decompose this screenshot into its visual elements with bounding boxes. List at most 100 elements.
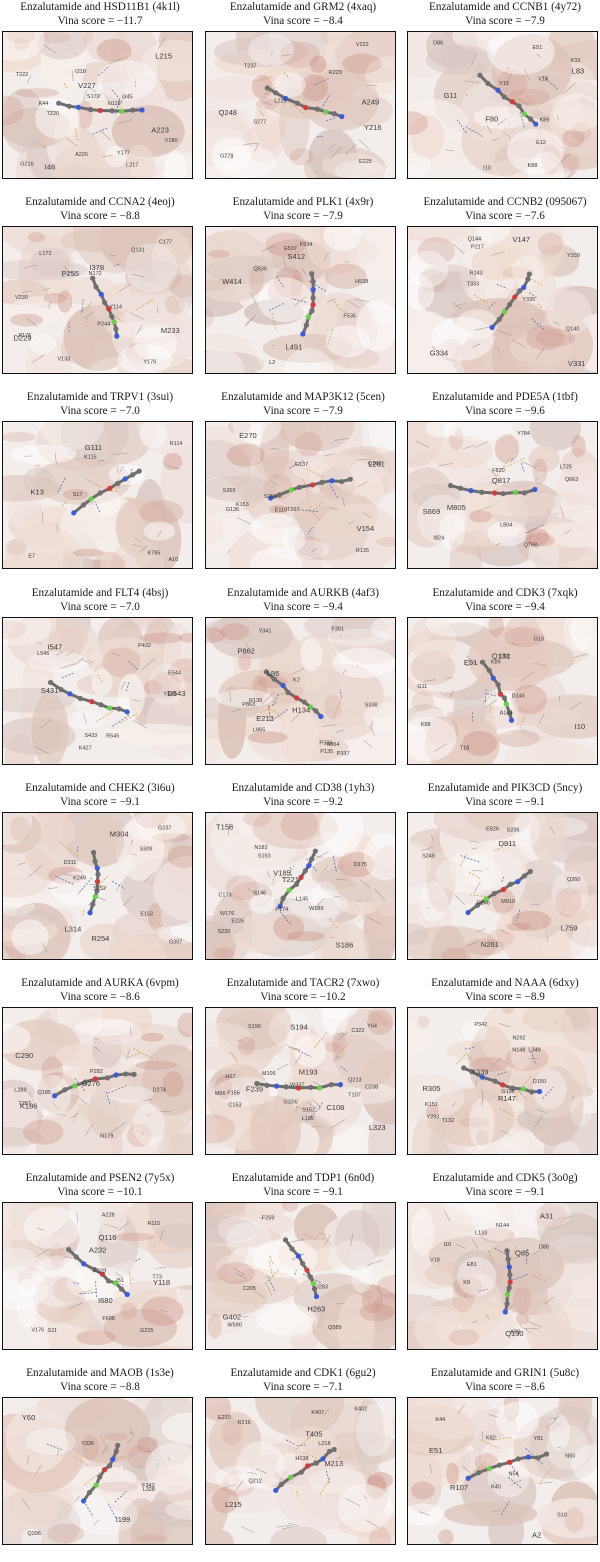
residue-label: T237 — [244, 63, 257, 69]
residue-label: E51 — [464, 658, 477, 667]
residue-label: L865 — [253, 727, 265, 733]
vina-score: Vina score = −10.2 — [203, 990, 403, 1004]
residue-label: H263 — [307, 1305, 325, 1314]
residue-label: G334 — [430, 349, 448, 358]
residue-label: A228 — [102, 1213, 115, 1219]
docking-panel: Enzalutamide and MAOB (1s3e)Vina score =… — [0, 1366, 200, 1562]
residue-label: L349 — [528, 1048, 540, 1054]
residue-label: Y216 — [364, 123, 382, 132]
residue-label: E152 — [140, 911, 153, 917]
residue-label: V230 — [15, 295, 28, 301]
residue-label: K44 — [39, 101, 49, 107]
residue-label: V18 — [430, 1257, 440, 1263]
panel-title: Enzalutamide and NAAA (6dxy) — [405, 976, 600, 990]
residue-label: W176 — [220, 911, 234, 917]
residue-label: G11 — [444, 91, 458, 100]
residue-label: P176 — [18, 333, 31, 339]
vina-score: Vina score = −8.9 — [405, 990, 600, 1004]
residue-label: A226 — [75, 152, 88, 158]
docking-panel: Enzalutamide and NAAA (6dxy)Vina score =… — [405, 976, 600, 1172]
panel-title: Enzalutamide and AURKB (4af3) — [203, 586, 403, 600]
docking-panel: Enzalutamide and MAP3K12 (5cen)Vina scor… — [203, 390, 403, 586]
vina-score: Vina score = −7.6 — [405, 209, 600, 223]
docking-panel: Enzalutamide and CCNA2 (4eoj)Vina score … — [0, 195, 200, 391]
residue-label: E220 — [218, 1415, 231, 1421]
residue-label: C177 — [159, 240, 172, 246]
residue-label: Y179 — [143, 360, 156, 366]
residue-label: G11 — [417, 684, 427, 690]
residue-label: Y335 — [522, 297, 535, 303]
docking-panel: Enzalutamide and GRIN1 (5u8c)Vina score … — [405, 1366, 600, 1562]
panel-title: Enzalutamide and MAP3K12 (5cen) — [203, 390, 403, 404]
residue-label: E226 — [231, 918, 244, 924]
residue-label: R143 — [470, 271, 483, 277]
residue-label: L145 — [296, 896, 308, 902]
residue-label: L804 — [500, 523, 512, 529]
residue-label: K186 — [20, 1101, 38, 1110]
panel-title: Enzalutamide and CCNB1 (4y72) — [405, 0, 600, 14]
residue-label: V180 — [165, 138, 178, 144]
residue-label: T221 — [282, 875, 299, 884]
residue-label: R40 — [491, 1485, 501, 1491]
residue-label: P174 — [275, 907, 288, 913]
vina-score: Vina score = −7.9 — [203, 209, 403, 223]
residue-label: R115 — [147, 1221, 160, 1227]
residue-label: M805 — [447, 503, 466, 512]
panel-title: Enzalutamide and PDE5A (1tbf) — [405, 390, 600, 404]
residue-label: S433 — [84, 733, 97, 739]
residue-label: E51 — [532, 45, 542, 51]
residue-label: G216 — [20, 161, 33, 167]
panel-title: Enzalutamide and CHEK2 (3i6u) — [0, 781, 200, 795]
vina-score: Vina score = −7.1 — [203, 1380, 403, 1394]
residue-label: K89 — [540, 117, 550, 123]
residue-label: L225 — [274, 98, 286, 104]
residue-label: M193 — [299, 1068, 318, 1077]
residue-label: H134 — [292, 705, 310, 714]
residue-label: C322 — [351, 1028, 364, 1034]
panel-title: Enzalutamide and GRM2 (4xaq) — [203, 0, 403, 14]
residue-label: L195 — [302, 1116, 314, 1122]
residue-label: T18 — [460, 745, 470, 751]
residue-label: R545 — [106, 733, 119, 739]
residue-label: Y177 — [117, 151, 130, 157]
residue-label: S338 — [365, 702, 378, 708]
panel-title: Enzalutamide and HSD11B1 (4k1l) — [0, 0, 200, 14]
residue-label: F259 — [262, 1216, 275, 1222]
residue-label: R305 — [422, 1084, 440, 1093]
residue-label: C238 — [365, 1084, 378, 1090]
residue-label: S146 — [253, 890, 266, 896]
residue-label: N261 — [481, 940, 499, 949]
vina-score: Vina score = −9.1 — [405, 1185, 600, 1199]
residue-label: S17 — [73, 492, 83, 498]
residue-label: I547 — [48, 642, 63, 651]
residue-label: L83 — [572, 67, 585, 76]
residue-label: Y339 — [471, 1067, 489, 1076]
panel-title: Enzalutamide and CDK3 (7xqk) — [405, 586, 600, 600]
residue-label: S669 — [423, 507, 441, 516]
residue-label: A232 — [89, 1246, 107, 1255]
docking-panel: Enzalutamide and TDP1 (6n0d)Vina score =… — [203, 1171, 403, 1367]
residue-label: M213 — [324, 1459, 343, 1468]
residue-label: E270 — [239, 432, 257, 441]
residue-label: Q85 — [515, 1249, 529, 1258]
residue-label: T158 — [216, 822, 233, 831]
residue-label: S152 — [302, 1108, 315, 1114]
residue-label: I10 — [483, 166, 491, 172]
protein-surface-render: M233C177Y179L172D229V230V133Q131P155Y114… — [3, 227, 192, 373]
residue-label: R147 — [498, 1094, 516, 1103]
residue-label: A10 — [168, 557, 178, 563]
residue-label: P244 — [97, 322, 110, 328]
residue-label: L172 — [39, 251, 51, 257]
panel-title: Enzalutamide and TDP1 (6n0d) — [203, 1171, 403, 1185]
residue-label: Y339 — [567, 253, 580, 259]
vina-score: Vina score = −9.2 — [203, 795, 403, 809]
residue-label: N144 — [496, 1223, 509, 1229]
residue-label: G45 — [122, 95, 132, 101]
residue-label: R246 — [477, 900, 490, 906]
